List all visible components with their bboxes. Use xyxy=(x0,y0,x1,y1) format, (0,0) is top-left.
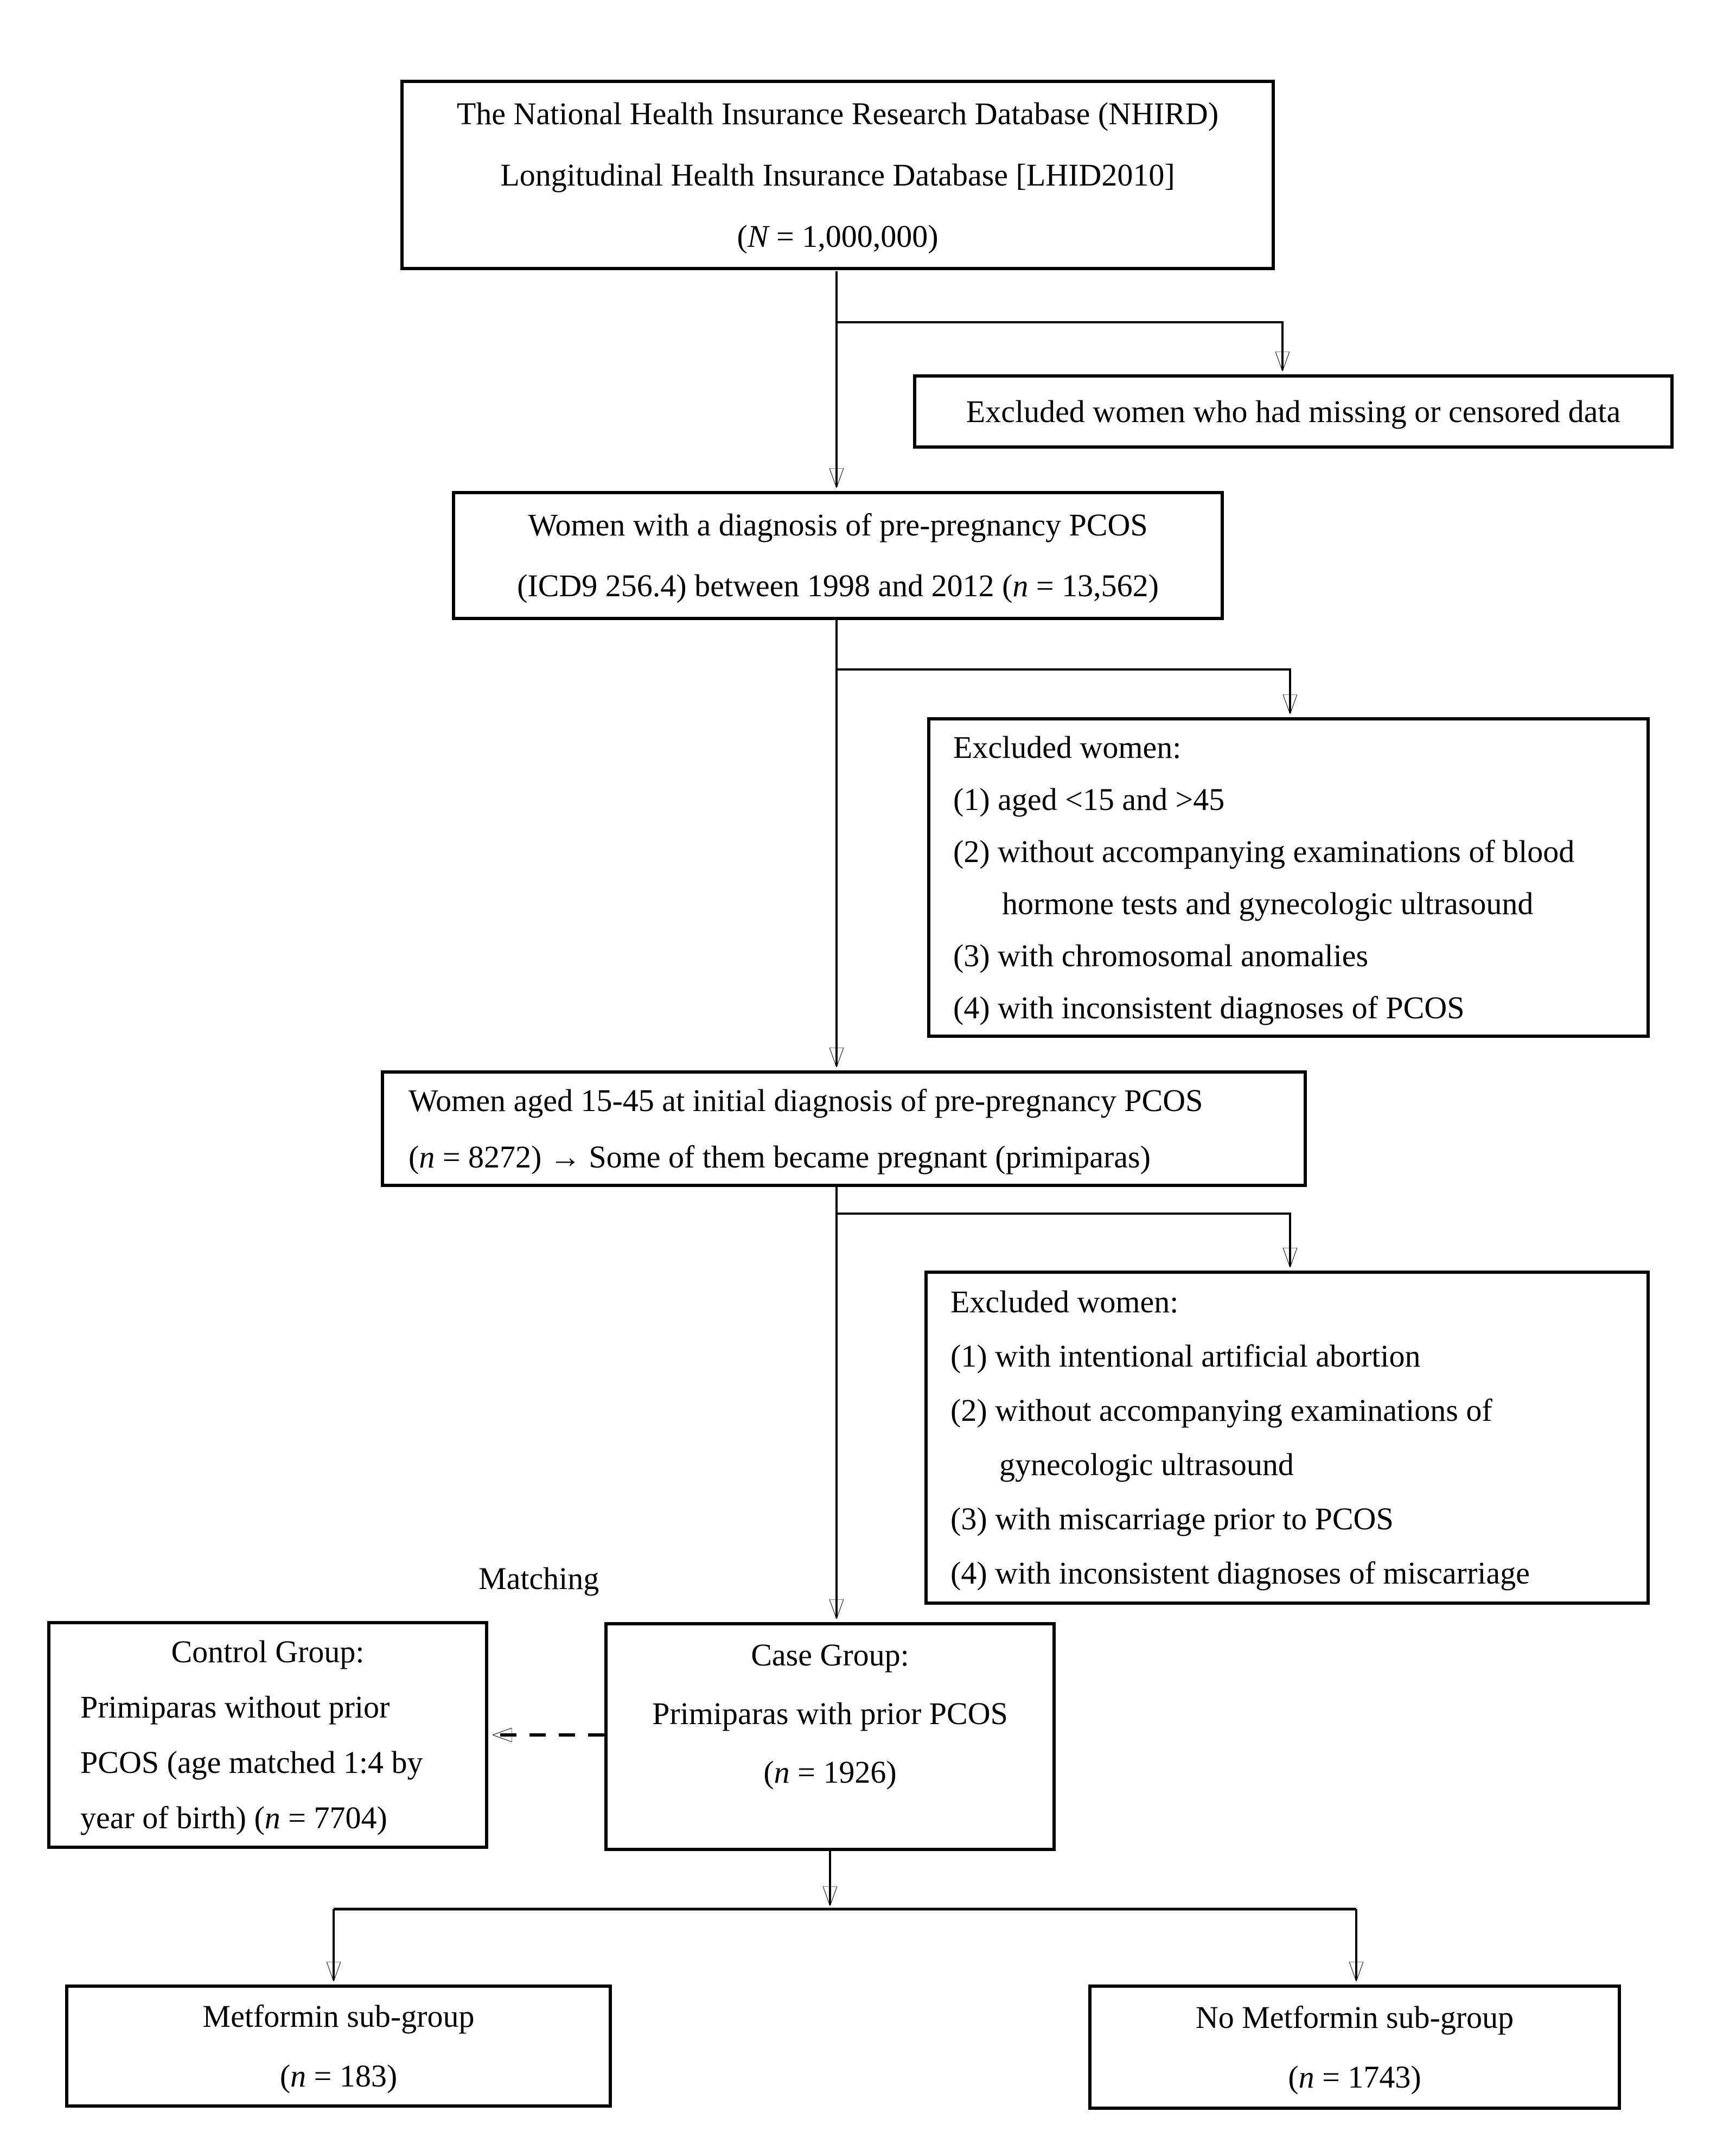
node-excluded-criteria-pcos: Excluded women: (1) aged <15 and >45 (2)… xyxy=(927,717,1650,1038)
matching-label: Matching xyxy=(478,1561,599,1596)
math-var-n: n xyxy=(1012,568,1029,603)
control-group-line-3: PCOS (age matched 1:4 by xyxy=(80,1745,423,1780)
excluded-criteria-pcos-item-3: (3) with chromosomal anomalies xyxy=(953,937,1369,973)
connector-branch-excluded-criteria-pcos xyxy=(837,668,1290,713)
math-var-n: n xyxy=(1298,2059,1314,2095)
connector-branch-excluded-missing xyxy=(837,321,1282,370)
excluded-missing-text: Excluded women who had missing or censor… xyxy=(966,393,1621,429)
node-excluded-criteria-miscarriage: Excluded women: (1) with intentional art… xyxy=(924,1271,1650,1605)
case-group-line-1: Case Group: xyxy=(751,1637,909,1673)
control-group-count: year of birth) (n = 7704) xyxy=(80,1800,387,1835)
case-group-count: (n = 1926) xyxy=(763,1754,897,1790)
node-no-metformin-subgroup: No Metformin sub-group (n = 1743) xyxy=(1088,1985,1621,2110)
node-aged-15-45: Women aged 15-45 at initial diagnosis of… xyxy=(381,1070,1307,1187)
node-excluded-missing: Excluded women who had missing or censor… xyxy=(913,374,1674,449)
excluded-criteria-pcos-title: Excluded women: xyxy=(953,729,1182,765)
case-group-line-2: Primiparas with prior PCOS xyxy=(652,1695,1008,1731)
excluded-criteria-miscarriage-item-2a: (2) without accompanying examinations of xyxy=(950,1393,1492,1428)
node-database: The National Health Insurance Research D… xyxy=(400,80,1275,270)
excluded-criteria-miscarriage-item-1: (1) with intentional artificial abortion xyxy=(950,1338,1421,1374)
math-var-n: n xyxy=(264,1800,280,1835)
pcos-diagnosis-count: (ICD9 256.4) between 1998 and 2012 (n = … xyxy=(517,568,1159,603)
math-var-n: n xyxy=(774,1754,790,1790)
math-var-n: n xyxy=(290,2058,307,2094)
metformin-line-1: Metformin sub-group xyxy=(202,1998,475,2034)
excluded-criteria-pcos-item-1: (1) aged <15 and >45 xyxy=(953,781,1225,817)
node-metformin-subgroup: Metformin sub-group (n = 183) xyxy=(65,1985,612,2108)
pcos-diagnosis-line-1: Women with a diagnosis of pre-pregnancy … xyxy=(528,507,1148,543)
node-pcos-diagnosis: Women with a diagnosis of pre-pregnancy … xyxy=(452,491,1224,620)
metformin-count: (n = 183) xyxy=(279,2058,398,2094)
database-count: (N = 1,000,000) xyxy=(737,219,939,254)
math-var-N: N xyxy=(747,219,769,254)
excluded-criteria-miscarriage-title: Excluded women: xyxy=(950,1284,1179,1319)
excluded-criteria-miscarriage-item-4: (4) with inconsistent diagnoses of misca… xyxy=(950,1555,1530,1591)
excluded-criteria-pcos-item-4: (4) with inconsistent diagnoses of PCOS xyxy=(953,990,1465,1025)
excluded-criteria-pcos-item-2a: (2) without accompanying examinations of… xyxy=(953,833,1575,869)
no-metformin-line-1: No Metformin sub-group xyxy=(1195,1999,1514,2035)
connector-branch-excluded-criteria-miscarriage xyxy=(837,1213,1290,1266)
excluded-criteria-pcos-item-2b: hormone tests and gynecologic ultrasound xyxy=(1002,885,1534,921)
excluded-criteria-miscarriage-item-2b: gynecologic ultrasound xyxy=(999,1447,1294,1482)
node-case-group: Case Group: Primiparas with prior PCOS (… xyxy=(604,1622,1056,1851)
control-group-line-2: Primiparas without prior xyxy=(80,1689,390,1725)
node-control-group: Control Group: Primiparas without prior … xyxy=(47,1621,488,1849)
database-line-1: The National Health Insurance Research D… xyxy=(456,96,1219,131)
math-var-n: n xyxy=(419,1139,435,1175)
no-metformin-count: (n = 1743) xyxy=(1288,2059,1421,2095)
database-line-2: Longitudinal Health Insurance Database [… xyxy=(500,157,1175,193)
excluded-criteria-miscarriage-item-3: (3) with miscarriage prior to PCOS xyxy=(950,1501,1394,1536)
aged-15-45-count: (n = 8272) → Some of them became pregnan… xyxy=(409,1139,1151,1175)
aged-15-45-line-1: Women aged 15-45 at initial diagnosis of… xyxy=(409,1082,1203,1118)
control-group-line-1: Control Group: xyxy=(171,1634,365,1669)
